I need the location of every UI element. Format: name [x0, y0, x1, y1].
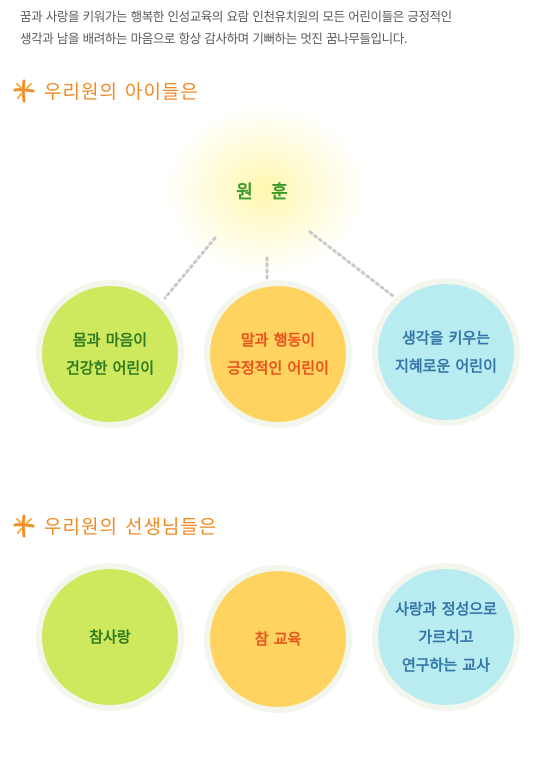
child-circle-positive-line2: 긍정적인 어린이 [227, 359, 329, 377]
teacher-circle-true-love-line1: 참사랑 [89, 628, 131, 646]
motto-glow [165, 105, 365, 275]
connector-right [308, 230, 395, 298]
children-section-title-text: 우리원의 아이들은 [44, 81, 199, 103]
child-circle-healthy-line1: 몸과 마음이 [72, 331, 148, 349]
teacher-circle-research: 사랑과 정성으로 가르치고 연구하는 교사 [372, 563, 520, 711]
child-circle-positive: 말과 행동이 긍정적인 어린이 [204, 280, 352, 428]
child-circle-wise-inner: 생각을 키우는 지혜로운 어린이 [378, 284, 514, 420]
child-circle-wise-line1: 생각을 키우는 [401, 329, 490, 347]
teachers-section-title-text: 우리원의 선생님들은 [44, 516, 218, 538]
teacher-circle-true-love-inner: 참사랑 [42, 569, 178, 705]
intro-text: 꿈과 사랑을 키워가는 행복한 인성교육의 요람 인천유치원의 모든 어린이들은… [20, 6, 550, 50]
intro-line-2: 생각과 남을 배려하는 마음으로 항상 감사하며 기뻐하는 멋진 꿈나무들입니다… [20, 31, 408, 46]
teacher-circle-true-love: 참사랑 [36, 563, 184, 711]
teacher-circle-research-line3: 연구하는 교사 [401, 656, 490, 674]
child-circle-wise: 생각을 키우는 지혜로운 어린이 [372, 278, 520, 426]
teacher-circle-research-inner: 사랑과 정성으로 가르치고 연구하는 교사 [378, 569, 514, 705]
teacher-circle-true-education-line1: 참 교육 [254, 630, 302, 648]
child-circle-healthy-inner: 몸과 마음이 건강한 어린이 [42, 286, 178, 422]
motto-label: 원 훈 [236, 182, 294, 203]
child-circle-healthy-line2: 건강한 어린이 [65, 359, 155, 377]
teacher-circle-true-education-inner: 참 교육 [210, 571, 346, 707]
child-circle-positive-inner: 말과 행동이 긍정적인 어린이 [210, 286, 346, 422]
teachers-section-title: 우리원의 선생님들은 [12, 512, 217, 539]
connector-left [163, 236, 217, 300]
teacher-circle-research-line2: 가르치고 [418, 628, 474, 646]
child-circle-wise-line2: 지혜로운 어린이 [395, 357, 497, 375]
sprig-icon [13, 514, 35, 537]
teacher-circle-true-education: 참 교육 [204, 565, 352, 713]
intro-line-1: 꿈과 사랑을 키워가는 행복한 인성교육의 요람 인천유치원의 모든 어린이들은… [20, 9, 452, 24]
children-section-title: 우리원의 아이들은 [12, 77, 199, 104]
child-circle-healthy: 몸과 마음이 건강한 어린이 [36, 280, 184, 428]
child-circle-positive-line1: 말과 행동이 [240, 331, 316, 349]
sprig-icon [13, 79, 35, 102]
teacher-circle-research-line1: 사랑과 정성으로 [395, 600, 497, 618]
